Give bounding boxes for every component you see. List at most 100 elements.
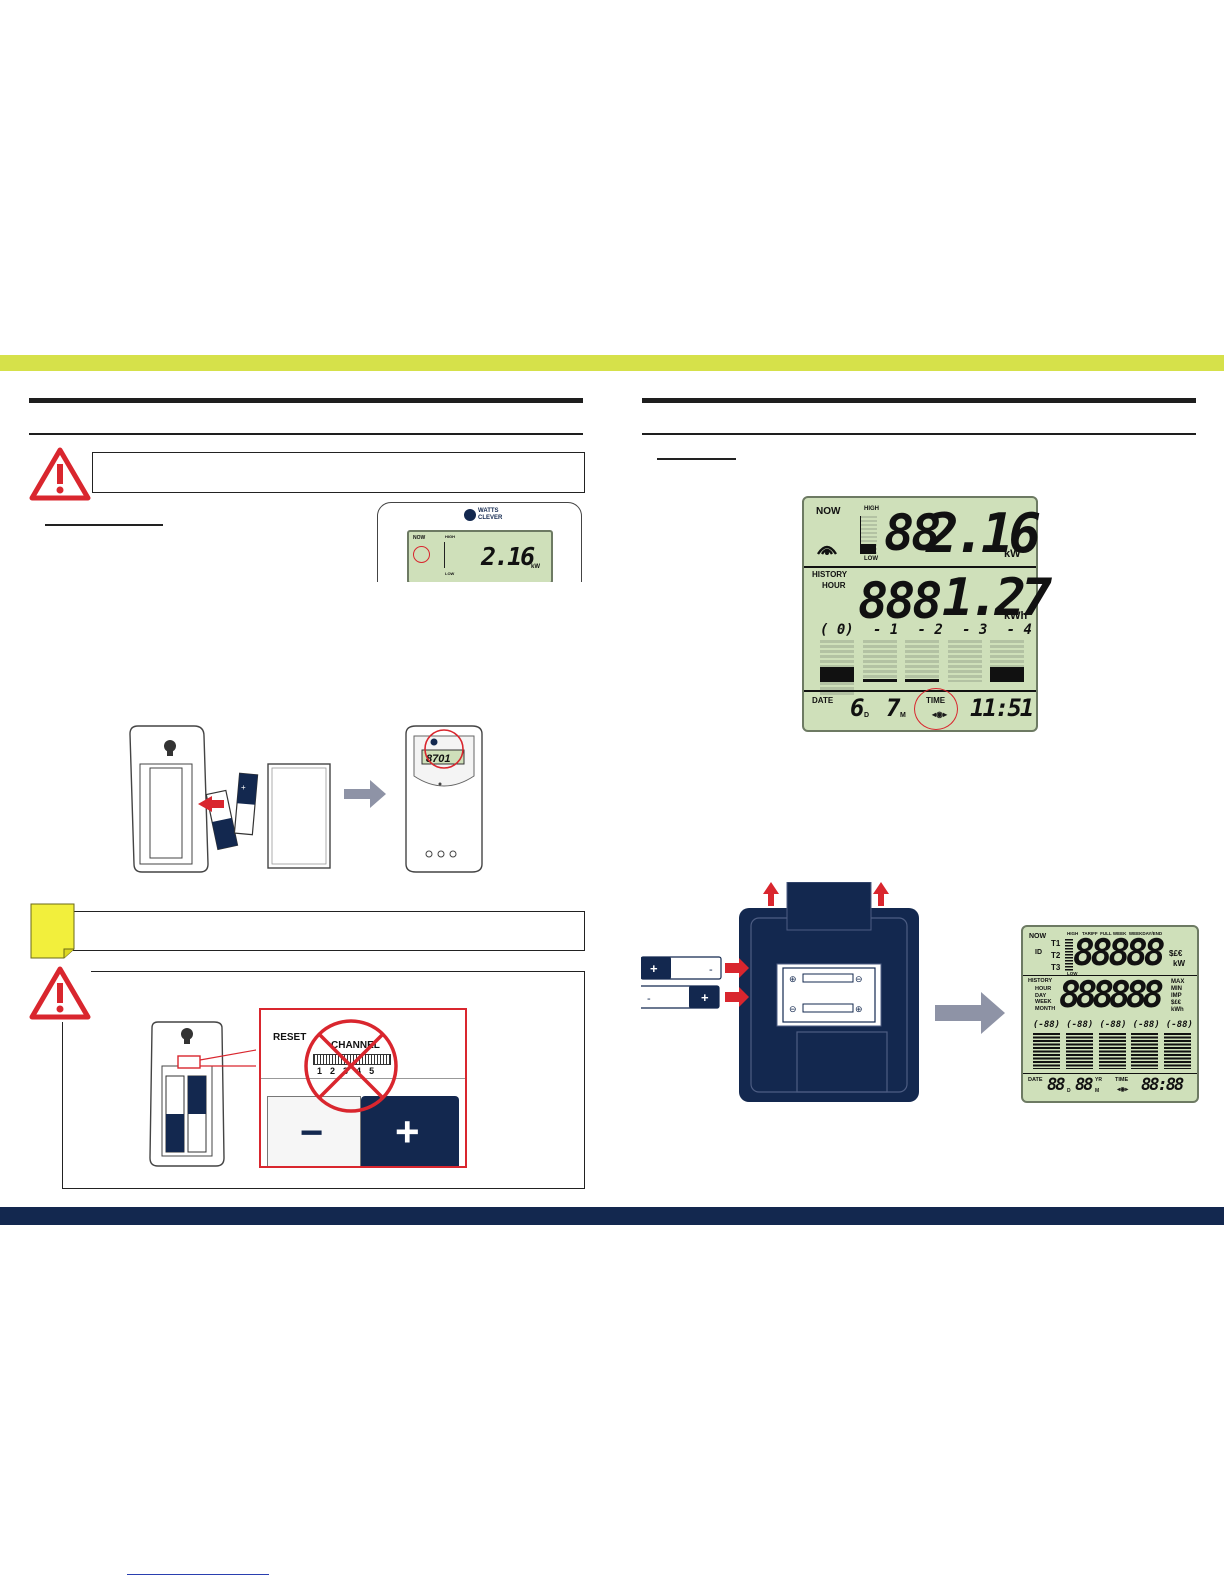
history-slot-0: ( 0)	[820, 622, 854, 638]
sensor-display-crop: WATTS CLEVER NOW HIGH LOW 2.16 kW	[377, 502, 583, 582]
bottom-brand-band	[0, 1207, 1224, 1225]
ghost-digits-mid: 888	[858, 572, 942, 630]
now-label: NOW	[1029, 933, 1047, 940]
full-slots: (-88) (-88) (-88) (-88) (-88)	[1033, 1020, 1193, 1030]
brand-line-1: WATTS	[478, 508, 499, 514]
side-imp: IMP	[1171, 993, 1182, 999]
warning-box-2	[62, 971, 585, 1189]
history-slot-3: - 3	[962, 622, 988, 638]
main-power-unit: kW	[1004, 548, 1021, 560]
full-segment-lcd: NOW HIGH TARIFF FULL WEEK WEEKDAY/END T1…	[1021, 925, 1199, 1103]
insert-arrow-icon	[725, 958, 749, 978]
tariff-t1: T1	[1051, 939, 1061, 948]
sensor-power-unit: kW	[531, 564, 540, 570]
footer-link-underline[interactable]	[127, 1574, 269, 1575]
history-bar-4	[990, 640, 1024, 682]
svg-text:⊖: ⊖	[789, 1004, 797, 1014]
insert-arrow-icon	[725, 987, 749, 1007]
date-label: DATE	[1028, 1077, 1043, 1083]
warning-triangle-icon	[29, 966, 91, 1020]
minus-battery-end: −	[267, 1096, 361, 1166]
transmitter-back-illustration	[149, 1021, 256, 1167]
low-label: LOW	[1067, 971, 1078, 976]
channel-5: 5	[369, 1066, 375, 1076]
side-labels: MAX MIN IMP $£€ kWh	[1171, 979, 1184, 1014]
channel-1: 1	[317, 1066, 323, 1076]
full-day-digits: 88	[1047, 1075, 1066, 1095]
date-label: DATE	[812, 696, 834, 705]
warning-triangle-icon	[29, 447, 91, 501]
full-month-digits: 88	[1075, 1075, 1094, 1095]
channel-4: 4	[356, 1066, 362, 1076]
history-bars	[820, 640, 1024, 697]
plus-symbol: +	[395, 1108, 420, 1155]
full-bar-1	[1065, 1033, 1093, 1069]
left-header-rule	[29, 398, 583, 403]
lcd-divider-2	[804, 690, 1036, 692]
up-arrow-icon	[763, 882, 779, 906]
note-box	[73, 911, 585, 951]
channel-zoom-panel: RESET CHANNEL 1 2 3 4 5 − +	[259, 1008, 467, 1168]
brand-logo-icon	[464, 509, 476, 521]
full-yr-label: YR	[1095, 1077, 1102, 1083]
full-slot-4: (-88)	[1165, 1020, 1193, 1030]
side-currency: $£€	[1171, 1000, 1182, 1006]
full-slot-0: (-88)	[1033, 1020, 1061, 1030]
svg-text:⊕: ⊕	[789, 974, 797, 984]
subsection-underline	[45, 524, 163, 526]
plus-battery-end: +	[361, 1096, 459, 1166]
period-labels: HOUR DAY WEEK MONTH	[1035, 986, 1055, 1012]
tariff-t3: T3	[1051, 963, 1061, 972]
history-label: HISTORY	[1028, 978, 1053, 984]
full-time-label: TIME	[1115, 1077, 1129, 1083]
channel-label: CHANNEL	[331, 1040, 380, 1051]
low-label: LOW	[864, 556, 878, 562]
full-slot-3: (-88)	[1132, 1020, 1160, 1030]
id-label: ID	[1035, 949, 1042, 956]
history-slot-4: - 4	[1006, 622, 1032, 638]
full-slot-2: (-88)	[1099, 1020, 1127, 1030]
history-bar-1	[862, 640, 897, 682]
history-slot-2: - 2	[917, 622, 943, 638]
full-mid-digits: 888888	[1059, 975, 1164, 1016]
high-label: HIGH	[864, 506, 879, 512]
battery-plus-sign: +	[241, 783, 246, 792]
brand-name: WATTS CLEVER	[478, 508, 502, 522]
full-divider-2	[1023, 1073, 1197, 1074]
battery-plus: +	[650, 961, 658, 976]
transmitter-battery-illustration: + 8701	[129, 725, 483, 873]
right-subheader-rule	[642, 433, 1196, 435]
lcd-divider-1	[804, 566, 1036, 568]
period-week: WEEK	[1035, 999, 1052, 1005]
crossed-circle-icon	[304, 1019, 398, 1113]
day-unit: D	[864, 712, 870, 719]
full-d-unit: D	[1067, 1088, 1071, 1094]
level-bar-fill	[860, 544, 876, 554]
side-kwh: kWh	[1171, 1007, 1184, 1013]
minus-symbol: −	[300, 1111, 324, 1155]
now-label: NOW	[816, 506, 841, 517]
sensor-code-value: 8701	[426, 753, 450, 765]
kw-label: kW	[1173, 959, 1185, 968]
sticky-note-icon	[30, 903, 75, 959]
svg-text:⊕: ⊕	[855, 1004, 863, 1014]
header-labels: HIGH TARIFF FULL WEEK WEEKDAY/END	[1067, 931, 1163, 936]
now-label: NOW	[413, 535, 426, 541]
highlight-circle	[413, 546, 430, 563]
full-bar-0	[1033, 1033, 1060, 1069]
full-divider-1	[1023, 975, 1197, 976]
history-bar-2	[905, 640, 939, 682]
history-slot-1: - 1	[872, 622, 899, 638]
insert-arrow-icon	[198, 796, 224, 812]
right-header-rule	[642, 398, 1196, 403]
history-bar-0	[820, 640, 854, 697]
side-max: MAX	[1171, 979, 1185, 985]
full-time-digits: 88:88	[1141, 1075, 1184, 1095]
currency-label: $£€	[1169, 949, 1183, 958]
right-arrow-icon	[935, 992, 1005, 1034]
brand-line-2: CLEVER	[478, 515, 503, 521]
reset-label: RESET	[273, 1032, 307, 1043]
time-highlight-circle	[914, 688, 958, 730]
history-slots: ( 0) - 1 - 2 - 3 - 4	[820, 622, 1032, 638]
full-top-digits: 88888	[1073, 933, 1165, 974]
